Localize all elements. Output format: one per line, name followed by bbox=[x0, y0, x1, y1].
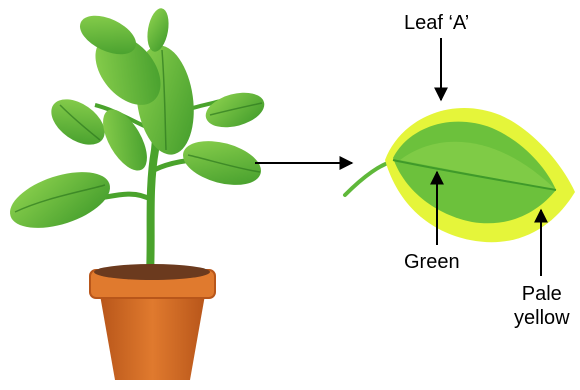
pale-label-line1: Pale bbox=[514, 282, 570, 306]
leaf-a-label: Leaf ‘A’ bbox=[404, 13, 469, 33]
green-label: Green bbox=[404, 252, 460, 272]
flower-pot bbox=[90, 264, 215, 380]
potted-plant bbox=[3, 7, 268, 380]
pale-label-line2: yellow bbox=[514, 306, 570, 330]
pale-yellow-label: Pale yellow bbox=[514, 282, 570, 330]
